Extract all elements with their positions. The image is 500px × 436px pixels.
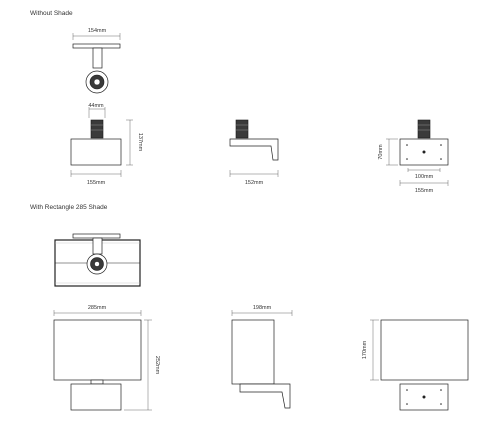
front-view-no-shade: 44mm 137mm 155mm: [70, 103, 143, 186]
dim-label-154: 154mm: [88, 28, 107, 34]
shade-wall-plate: [72, 233, 121, 239]
dim-label-155b: 155mm: [415, 188, 434, 194]
fitting-center: [93, 78, 101, 86]
shade-body-front: [70, 383, 122, 411]
dim-label-252: 252mm: [154, 356, 160, 375]
body-front: [70, 138, 122, 166]
section-title-without-shade: Without Shade: [30, 10, 73, 17]
back-plate-hole-center: [422, 150, 426, 154]
dim-label-137: 137mm: [137, 133, 143, 152]
dim-label-155a: 155mm: [87, 180, 106, 186]
dim-label-100: 100mm: [415, 174, 434, 180]
dim-label-70: 70mm: [378, 144, 384, 160]
arm-top: [92, 47, 103, 69]
back-view-no-shade: 70mm 100mm 155mm: [378, 119, 449, 194]
top-view-no-shade: 154mm: [72, 28, 121, 94]
back-view-with-shade: 170mm: [362, 319, 469, 411]
lampholder: [90, 119, 104, 139]
shade-side-arm: [239, 383, 291, 409]
shade-connector: [90, 379, 104, 385]
wall-plate: [72, 43, 121, 49]
side-view-no-shade: 152mm: [229, 119, 279, 186]
shade-front: [53, 319, 142, 381]
shade-side: [231, 319, 275, 385]
side-lampholder: [235, 119, 249, 139]
back-lampholder: [417, 119, 431, 139]
dim-label-44: 44mm: [88, 103, 104, 109]
shade-arm-top: [92, 237, 103, 255]
dim-label-285: 285mm: [88, 305, 107, 311]
dim-label-198: 198mm: [253, 305, 272, 311]
side-arm: [229, 138, 279, 161]
front-view-with-shade: 285mm 252mm: [53, 305, 160, 411]
dim-label-152: 152mm: [245, 180, 264, 186]
shade-back: [380, 319, 469, 381]
top-view-with-shade: [54, 233, 141, 287]
side-view-with-shade: 198mm: [231, 305, 293, 409]
dim-label-170: 170mm: [362, 340, 368, 359]
section-title-with-shade: With Rectangle 285 Shade: [30, 204, 108, 211]
